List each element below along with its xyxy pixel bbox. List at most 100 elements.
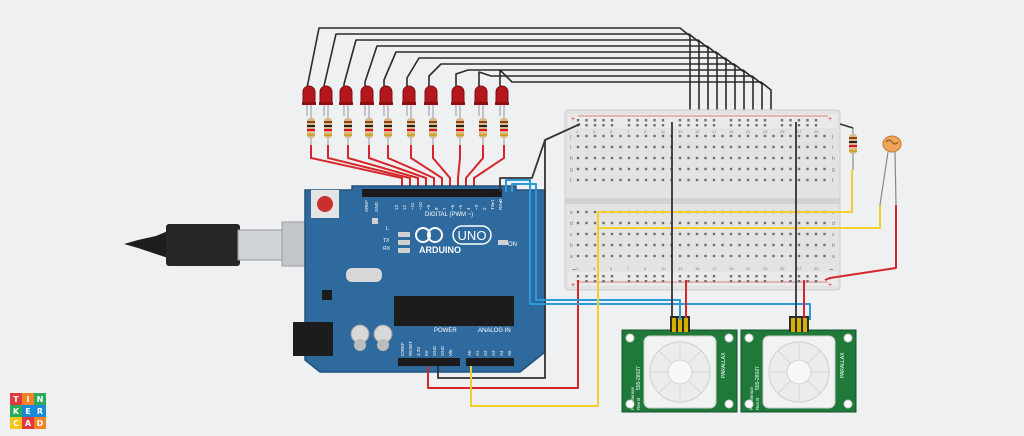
led[interactable] xyxy=(451,85,465,116)
five-volt-wire[interactable] xyxy=(427,280,579,389)
row-letter: b xyxy=(832,243,835,249)
analog-pin-label: A4 xyxy=(499,350,504,356)
rail-plus-label: + xyxy=(571,116,575,123)
led[interactable] xyxy=(495,85,509,116)
power-jack xyxy=(293,322,333,356)
column-number: 29 xyxy=(814,129,819,134)
led-resistor[interactable] xyxy=(324,116,332,145)
logo-letter: T xyxy=(10,393,22,405)
digital-pin-label: 4 xyxy=(466,207,471,210)
logo-letter: D xyxy=(34,417,46,429)
led-ground-wire[interactable] xyxy=(478,71,763,122)
analog-pin-label: A2 xyxy=(483,350,488,356)
row-letter: e xyxy=(570,210,573,216)
usb-cable[interactable] xyxy=(124,221,317,267)
logo-letter: I xyxy=(22,393,34,405)
logo-letter: C xyxy=(10,417,22,429)
led-signal-wire[interactable] xyxy=(327,145,411,192)
row-letter: h xyxy=(570,156,573,162)
led[interactable] xyxy=(302,85,316,116)
column-number: 3 xyxy=(593,266,596,271)
reset-button[interactable] xyxy=(317,196,333,212)
led-resistor[interactable] xyxy=(456,116,464,145)
led[interactable] xyxy=(339,85,353,116)
analog-pin-label: A5 xyxy=(507,350,512,356)
row-letter: b xyxy=(570,243,573,249)
logo-letter: E xyxy=(22,405,34,417)
gnd-wire-bottom[interactable] xyxy=(437,140,546,379)
led-row[interactable] xyxy=(302,85,509,145)
led[interactable] xyxy=(402,85,416,116)
column-number: 29 xyxy=(814,266,819,271)
row-letter: j xyxy=(569,134,571,140)
led-ground-wire[interactable] xyxy=(323,33,700,122)
digital-pin-label: ~5 xyxy=(458,204,463,210)
pir2-signal-wire[interactable] xyxy=(505,179,811,320)
pir-model: 555-28027 xyxy=(636,366,642,390)
led-signal-wire[interactable] xyxy=(347,145,419,192)
led-resistor[interactable] xyxy=(307,116,315,145)
digital-pin-label: 2 xyxy=(482,207,487,210)
led-ground-wire[interactable] xyxy=(455,69,754,122)
power-label: POWER xyxy=(434,328,457,334)
led[interactable] xyxy=(424,85,438,116)
led-resistor[interactable] xyxy=(500,116,508,145)
digital-pin-label: ~9 xyxy=(426,204,431,210)
led-resistor[interactable] xyxy=(365,116,373,145)
digital-pin-label: 7 xyxy=(442,207,447,210)
led-signal-wire[interactable] xyxy=(465,145,484,192)
column-number: 27 xyxy=(797,129,802,134)
power-pin-label: 5V xyxy=(424,350,429,356)
led-signal-wire[interactable] xyxy=(432,145,451,192)
led[interactable] xyxy=(319,85,333,116)
led-ground-wire[interactable] xyxy=(306,27,691,122)
column-number: 1 xyxy=(576,266,579,271)
arduino-uno-board[interactable]: UNO ARDUINO DIGITAL (PWM ~) ON L TX RX P… xyxy=(293,185,546,373)
led-ground-wire[interactable] xyxy=(428,63,745,122)
led-resistor[interactable] xyxy=(384,116,392,145)
on-led-label: ON xyxy=(508,242,517,248)
led-resistor[interactable] xyxy=(344,116,352,145)
row-letter: j xyxy=(831,134,833,140)
board-brand: ARDUINO xyxy=(419,245,461,255)
led-ground-wire[interactable] xyxy=(364,45,718,122)
led-signal-wire[interactable] xyxy=(410,145,443,192)
analog-a0-wire[interactable] xyxy=(470,170,853,407)
led-signal-wire[interactable] xyxy=(310,145,403,192)
gnd-pin-label: GND xyxy=(374,201,379,212)
digital-pin-label: 12 xyxy=(402,204,407,210)
pir-rev: Rev B xyxy=(755,398,760,410)
photoresistor-power-wire[interactable] xyxy=(824,205,897,281)
led-signal-wire[interactable] xyxy=(457,145,461,192)
digital-pin-label: 13 xyxy=(394,204,399,210)
column-number: 11 xyxy=(661,129,666,134)
led[interactable] xyxy=(360,85,374,116)
led-signal-wire[interactable] xyxy=(473,145,505,192)
resistor-ground-wire[interactable] xyxy=(839,123,854,129)
row-letter: i xyxy=(832,145,833,151)
led-ground-wire[interactable] xyxy=(499,69,772,122)
led[interactable] xyxy=(474,85,488,116)
column-number: 27 xyxy=(797,266,802,271)
row-letter: d xyxy=(570,221,573,227)
led-signal-wire[interactable] xyxy=(387,145,435,192)
power-pin-label: GND xyxy=(432,345,437,356)
row-letter: a xyxy=(570,254,573,260)
column-number: 17 xyxy=(712,266,717,271)
photoresistor[interactable] xyxy=(879,135,902,206)
gnd-wire-to-rail[interactable] xyxy=(499,123,581,192)
photoresistor-resistor[interactable] xyxy=(849,128,857,170)
led-resistor[interactable] xyxy=(407,116,415,145)
pir-brand: PARALLAX xyxy=(721,352,727,378)
photoresistor-signal-wire[interactable] xyxy=(598,205,881,229)
led-resistor[interactable] xyxy=(429,116,437,145)
led-resistor[interactable] xyxy=(479,116,487,145)
led-signal-wire[interactable] xyxy=(368,145,427,192)
led[interactable] xyxy=(379,85,393,116)
